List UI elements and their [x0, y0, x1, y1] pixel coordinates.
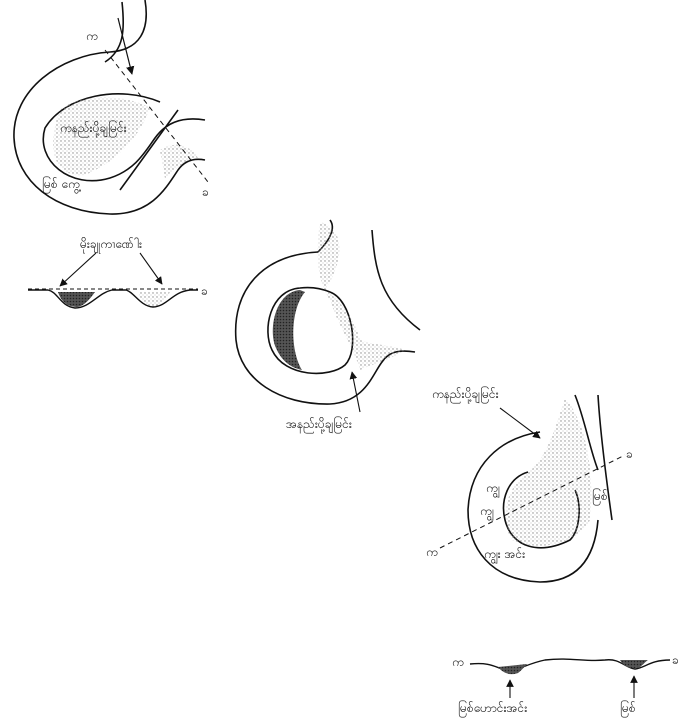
fig3-point-a: က — [426, 546, 438, 558]
fig3-section-b: ခ — [672, 654, 679, 666]
fig3-oxbow-label: ကျွး အင်း — [484, 548, 525, 560]
fig3-channel-left — [498, 664, 527, 674]
fig3-arrow-right-label: မြစ် — [620, 702, 636, 714]
fig2-stipple-top — [318, 222, 405, 370]
fig1-point-a: က — [86, 30, 98, 42]
fig1-pointer-right — [140, 253, 162, 284]
fig1-section-end: ခ — [201, 285, 208, 297]
fig3-river-label: မြစ် — [592, 490, 608, 502]
fig1-bank-stipple — [160, 145, 198, 178]
fig1-river-label: မြစ် ကွေ့ — [42, 178, 80, 190]
fig3-point-b: ခ — [626, 448, 633, 460]
fig3-arrow-left-label: မြစ်ဟောင်းအင်း — [458, 702, 527, 714]
fig1-deposit-label: ကနည်းပို့ချမြင်း — [60, 122, 127, 134]
fig1-section-title: မိုးချုကၢဏ်ေါး — [80, 238, 142, 250]
fig1-cross-section — [28, 253, 198, 308]
fig1-upstream-right — [110, 0, 146, 52]
fig1-profile — [28, 290, 198, 308]
fig3-cross-section — [470, 659, 670, 698]
fig3-section-a: က — [452, 656, 464, 668]
fig1-channel-fill-right — [138, 292, 170, 307]
fig1-pointer-left — [60, 253, 96, 286]
fig1-point-b: ခ — [202, 186, 209, 198]
fig2-right-bank — [372, 230, 420, 330]
fig3-deposit-label: ကနည်းပို့ချမြင်း — [432, 388, 499, 400]
fig2-deposit-label: အနည်းပို့ချမြင်း — [286, 418, 352, 430]
fig2-pointer — [352, 372, 360, 412]
fig3-island-label-1: ကျွ — [486, 482, 500, 494]
fig3-island-label-2: ကျွ — [480, 505, 494, 517]
fig1-channel-fill-left — [58, 292, 95, 307]
fig3-deposit-stipple — [506, 398, 592, 546]
fig3-pointer — [500, 408, 540, 438]
